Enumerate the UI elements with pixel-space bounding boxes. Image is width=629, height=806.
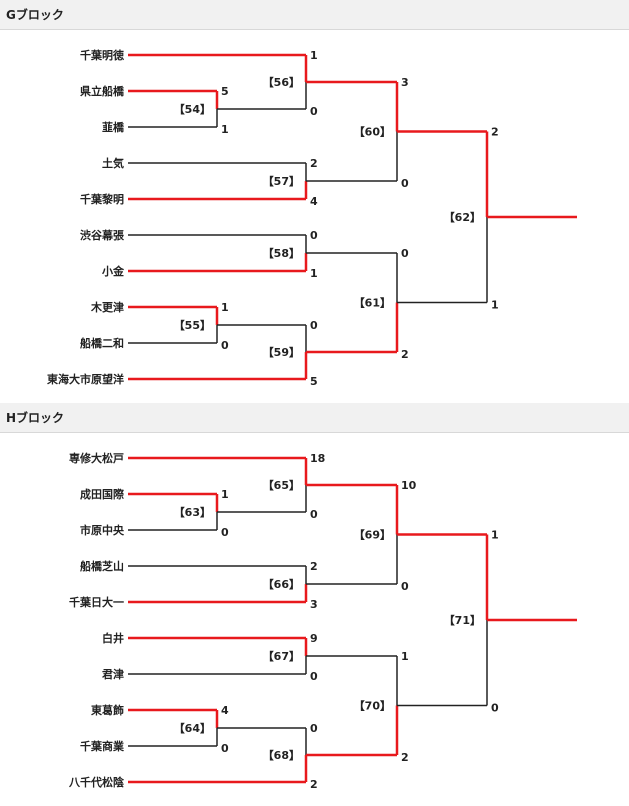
team-name: 千葉日大一: [69, 595, 124, 609]
block-h-header: Hブロック: [0, 403, 629, 433]
score-bottom: 2: [401, 751, 409, 764]
game-label: 【58】: [263, 247, 300, 260]
block-h-title: Hブロック: [6, 411, 65, 425]
score-top: 10: [401, 479, 417, 492]
score-top: 1: [221, 488, 229, 501]
score-bottom: 0: [221, 526, 229, 539]
team-name: 東海大市原望洋: [47, 372, 124, 386]
block-g-header: Gブロック: [0, 0, 629, 30]
team-name: 千葉商業: [80, 739, 125, 753]
score-top: 0: [310, 722, 318, 735]
score-bottom: 0: [310, 105, 318, 118]
team-name: 東葛飾: [91, 703, 124, 717]
game-label: 【66】: [263, 578, 300, 591]
team-name: 県立船橋: [80, 84, 125, 98]
team-name: 市原中央: [80, 523, 125, 537]
score-top: 3: [401, 76, 409, 89]
score-top: 0: [310, 319, 318, 332]
game-label: 【65】: [263, 479, 300, 492]
game-label: 【62】: [444, 211, 481, 224]
game-label: 【67】: [263, 650, 300, 663]
score-bottom: 0: [310, 508, 318, 521]
team-name: 渋谷幕張: [80, 228, 125, 242]
score-top: 9: [310, 632, 318, 645]
score-bottom: 3: [310, 598, 318, 611]
game-label: 【69】: [354, 529, 391, 542]
score-bottom: 4: [310, 195, 318, 208]
game-label: 【64】: [174, 722, 211, 735]
team-name: 木更津: [90, 300, 124, 314]
game-label: 【59】: [263, 346, 300, 359]
team-name: 船橋芝山: [80, 559, 124, 573]
score-top: 1: [310, 49, 318, 62]
team-name: 千葉黎明: [80, 192, 124, 206]
team-name: 土気: [102, 156, 124, 170]
team-name: 専修大松戸: [69, 451, 124, 465]
score-bottom: 0: [401, 580, 409, 593]
score-bottom: 0: [221, 339, 229, 352]
score-bottom: 0: [221, 742, 229, 755]
score-top: 4: [221, 704, 229, 717]
game-label: 【55】: [174, 319, 211, 332]
team-name: 船橋二和: [80, 336, 124, 350]
team-name: 千葉明徳: [80, 48, 124, 62]
game-label: 【57】: [263, 175, 300, 188]
team-name: 君津: [102, 667, 124, 681]
bracket-h: 専修大松戸成田国際市原中央船橋芝山千葉日大一白井君津東葛飾千葉商業八千代松陰10…: [68, 451, 577, 791]
score-bottom: 5: [310, 375, 318, 388]
score-bottom: 1: [310, 267, 318, 280]
score-bottom: 1: [491, 299, 499, 312]
game-label: 【61】: [354, 297, 391, 310]
game-label: 【63】: [174, 506, 211, 519]
game-label: 【60】: [354, 126, 391, 139]
team-name: 小金: [101, 264, 125, 278]
team-name: 成田国際: [80, 487, 125, 501]
score-top: 1: [401, 650, 409, 663]
score-top: 5: [221, 85, 229, 98]
score-bottom: 0: [401, 177, 409, 190]
game-label: 【54】: [174, 103, 211, 116]
team-name: 白井: [102, 631, 124, 645]
team-name: 八千代松陰: [68, 775, 125, 789]
game-label: 【70】: [354, 700, 391, 713]
score-bottom: 0: [491, 702, 499, 715]
block-g-title: Gブロック: [6, 8, 64, 22]
score-top: 2: [310, 157, 318, 170]
score-top: 2: [491, 126, 499, 139]
game-label: 【68】: [263, 749, 300, 762]
game-label: 【56】: [263, 76, 300, 89]
score-top: 0: [401, 247, 409, 260]
score-top: 1: [491, 529, 499, 542]
team-name: 韮橋: [102, 120, 125, 134]
score-bottom: 2: [310, 778, 318, 791]
score-top: 2: [310, 560, 318, 573]
score-top: 1: [221, 301, 229, 314]
game-label: 【71】: [444, 614, 481, 627]
score-top: 0: [310, 229, 318, 242]
score-bottom: 2: [401, 348, 409, 361]
score-bottom: 1: [221, 123, 229, 136]
score-top: 18: [310, 452, 325, 465]
score-bottom: 0: [310, 670, 318, 683]
